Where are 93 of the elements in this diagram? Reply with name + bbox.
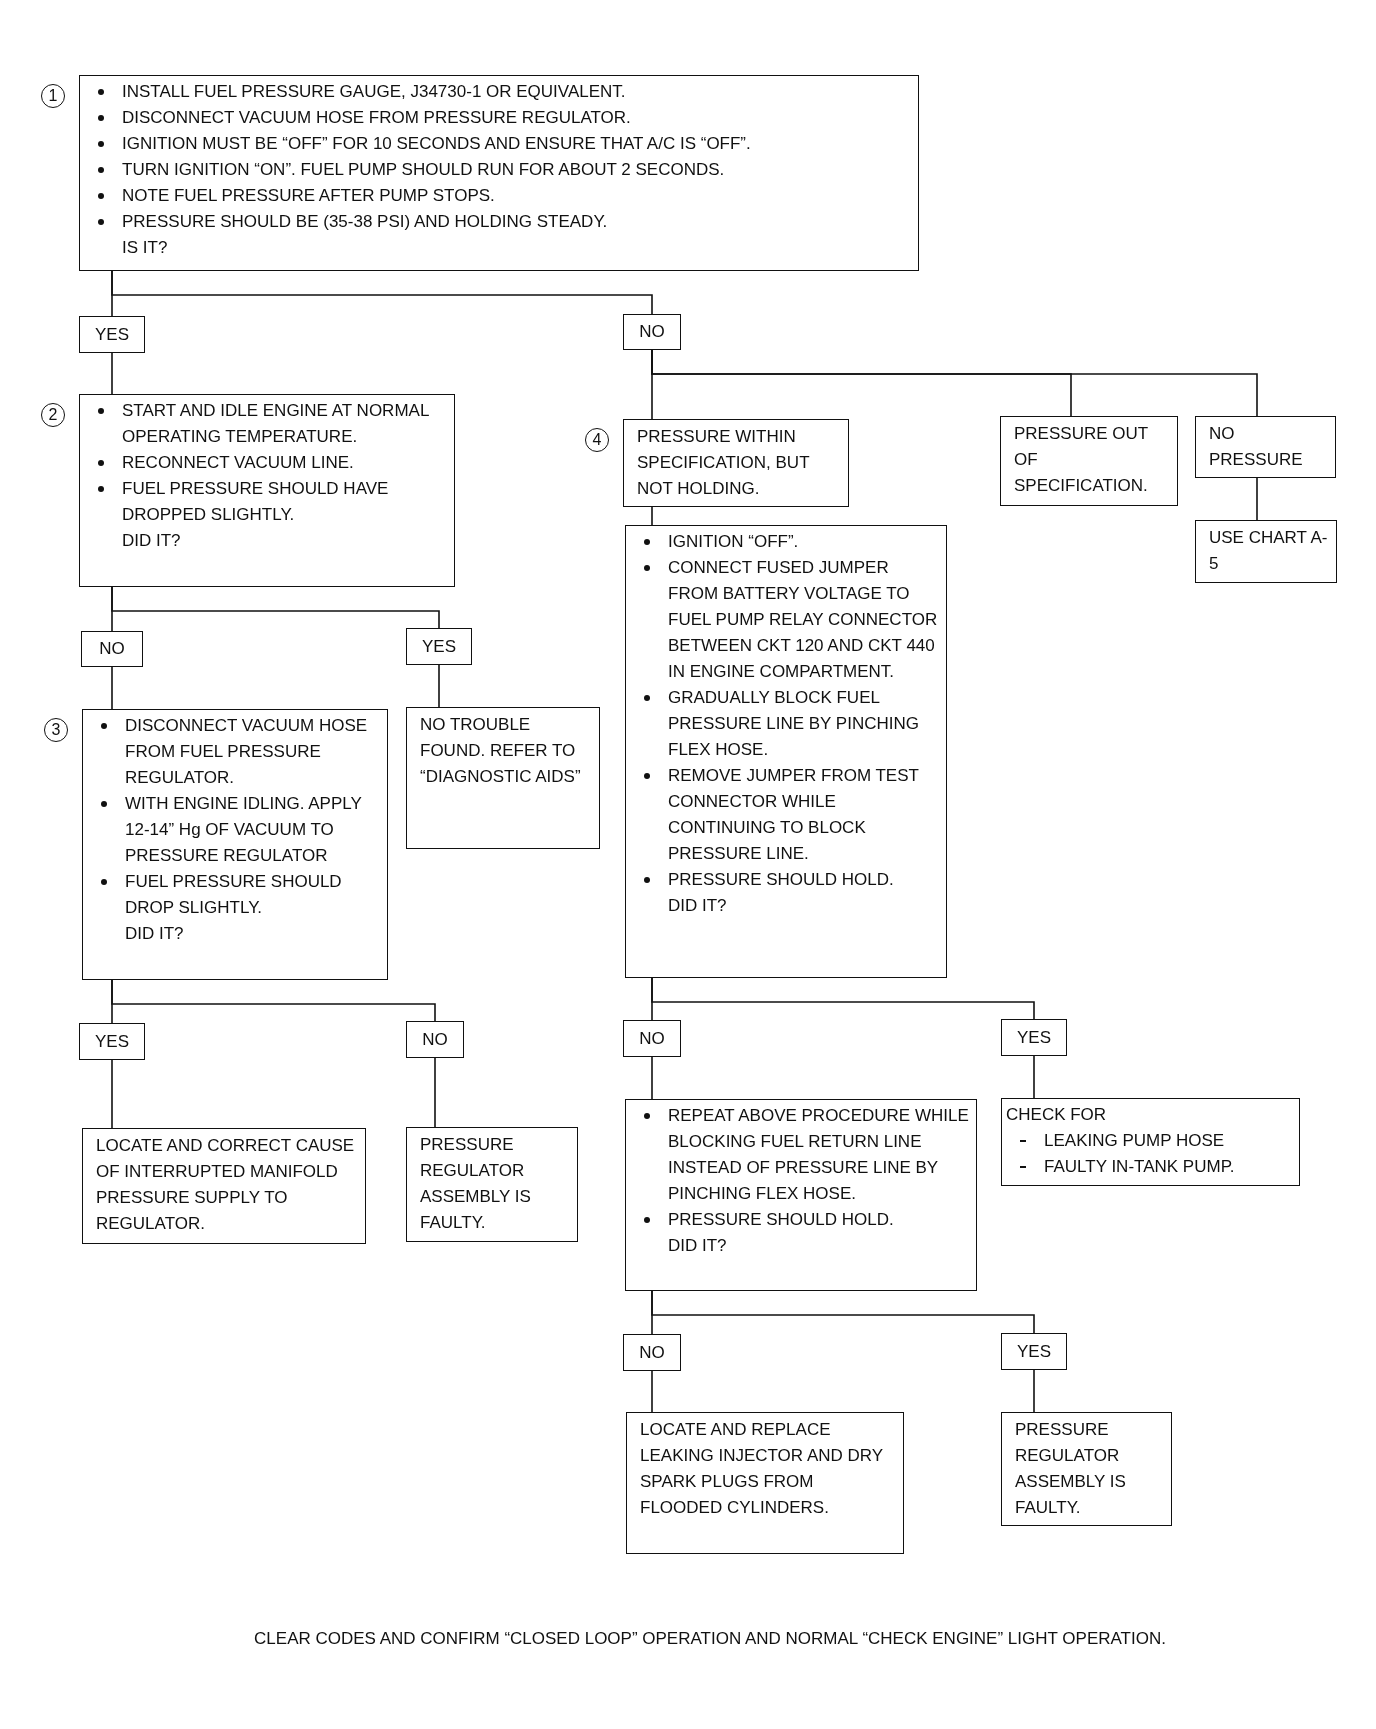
result-text: LOCATE AND REPLACE LEAKING INJECTOR AND DRY SPARK PLUGS FROM FLOODED CYLINDERS. [640, 1419, 884, 1519]
instruction-text: IGNITION “OFF”. [630, 529, 940, 555]
answer-label-box [1001, 1333, 1067, 1370]
answer-label-box [81, 631, 143, 667]
instruction-text: NOTE FUEL PRESSURE AFTER PUMP STOPS. [84, 183, 912, 209]
result-box [626, 1412, 904, 1554]
answer-text: YES [422, 635, 456, 658]
instruction-text: WITH ENGINE IDLING. APPLY 12-14” Hg OF VACUUM TO PRESSURE REGULATOR [87, 791, 381, 869]
result-box [1000, 416, 1178, 506]
result-box [1001, 1412, 1172, 1526]
connector-line [1033, 1055, 1035, 1099]
instruction-text: RECONNECT VACUUM LINE. [84, 450, 448, 476]
instruction-text: FUEL PRESSURE SHOULD DROP SLIGHTLY. [87, 869, 381, 921]
result-box [406, 707, 600, 849]
step-box [1001, 1098, 1300, 1186]
result-box [623, 419, 849, 507]
answer-label-box [623, 1334, 681, 1371]
answer-label-box [1001, 1019, 1067, 1056]
result-text: NO TROUBLE FOUND. REFER TO “DIAGNOSTIC AIDS” [420, 714, 582, 788]
connector-line [111, 666, 113, 710]
answer-text: NO [639, 1027, 665, 1050]
list-item-text: FAULTY IN-TANK PUMP. [1006, 1154, 1293, 1180]
answer-text: NO [639, 321, 665, 343]
answer-text: NO [99, 638, 125, 660]
result-text: LOCATE AND CORRECT CAUSE OF INTERRUPTED MANIFOLD PRESSURE SUPPLY TO REGULATOR. [96, 1135, 356, 1235]
answer-text: YES [1017, 1340, 1051, 1363]
connector-line [111, 586, 440, 629]
instruction-text: CONNECT FUSED JUMPER FROM BATTERY VOLTAGE TO FUEL PUMP RELAY CONNECTOR BETWEEN CKT 120 AND CKT 440 IN ENGINE COMPARTMENT. [630, 555, 940, 685]
result-box [406, 1127, 578, 1242]
connector-line [651, 349, 1258, 417]
connector-line [111, 352, 113, 395]
connector-line [1256, 477, 1258, 521]
instruction-text: GRADUALLY BLOCK FUEL PRESSURE LINE BY PINCHING FLEX HOSE. [630, 685, 940, 763]
result-text: USE CHART A-5 [1209, 527, 1328, 575]
answer-text: YES [1017, 1026, 1051, 1049]
instruction-text: PRESSURE SHOULD HOLD. [630, 867, 940, 893]
question-text: IS IT? [121, 237, 169, 259]
result-text: NO PRESSURE [1209, 423, 1304, 471]
answer-text: YES [95, 1030, 129, 1053]
step-box [79, 394, 455, 587]
answer-text: NO [422, 1028, 448, 1051]
connector-line [111, 270, 653, 315]
instruction-text: REMOVE JUMPER FROM TEST CONNECTOR WHILE CONTINUING TO BLOCK PRESSURE LINE. [630, 763, 940, 867]
answer-label-box [406, 628, 472, 665]
answer-label-box [623, 1020, 681, 1057]
answer-label-box [623, 314, 681, 350]
question-text: DID IT? [121, 530, 182, 552]
step-number: 4 [585, 428, 609, 452]
answer-text: NO [639, 1341, 665, 1364]
result-text: PRESSURE REGULATOR ASSEMBLY IS FAULTY. [420, 1134, 532, 1234]
footer-note: CLEAR CODES AND CONFIRM “CLOSED LOOP” OPERATION AND NORMAL “CHECK ENGINE” LIGHT OPERATION. [253, 1628, 1167, 1650]
answer-label-box [406, 1021, 464, 1058]
result-box [82, 1128, 366, 1244]
step-number: 1 [41, 84, 65, 108]
step-box [625, 525, 947, 978]
instruction-text: PRESSURE SHOULD BE (35-38 PSI) AND HOLDING STEADY. [84, 209, 912, 235]
question-text: DID IT? [667, 1235, 728, 1257]
instruction-text: DISCONNECT VACUUM HOSE FROM PRESSURE REGULATOR. [84, 105, 912, 131]
result-text: PRESSURE OUT OF SPECIFICATION. [1014, 423, 1149, 497]
heading-text: CHECK FOR [1006, 1104, 1108, 1126]
list-item-text: LEAKING PUMP HOSE [1006, 1128, 1293, 1154]
answer-label-box [79, 316, 145, 353]
step-box [625, 1099, 977, 1291]
result-box [1195, 416, 1336, 478]
instruction-text: DISCONNECT VACUUM HOSE FROM FUEL PRESSURE REGULATOR. [87, 713, 381, 791]
connector-line [651, 1056, 653, 1100]
answer-text: YES [95, 323, 129, 346]
instruction-text: REPEAT ABOVE PROCEDURE WHILE BLOCKING FUEL RETURN LINE INSTEAD OF PRESSURE LINE BY PINCHING FLEX HOSE. [630, 1103, 970, 1207]
instruction-text: FUEL PRESSURE SHOULD HAVE DROPPED SLIGHTLY. [84, 476, 448, 528]
connector-line [434, 1057, 436, 1128]
connector-line [651, 1370, 653, 1413]
instruction-text: TURN IGNITION “ON”. FUEL PUMP SHOULD RUN FOR ABOUT 2 SECONDS. [84, 157, 912, 183]
instruction-text: INSTALL FUEL PRESSURE GAUGE, J34730-1 OR EQUIVALENT. [84, 79, 912, 105]
connector-line [651, 977, 1035, 1020]
result-text: PRESSURE REGULATOR ASSEMBLY IS FAULTY. [1015, 1419, 1127, 1519]
instruction-text: IGNITION MUST BE “OFF” FOR 10 SECONDS AND ENSURE THAT A/C IS “OFF”. [84, 131, 912, 157]
step-box [79, 75, 919, 271]
answer-label-box [79, 1023, 145, 1060]
connector-line [651, 1290, 1035, 1334]
connector-line [111, 1059, 113, 1129]
instruction-text: START AND IDLE ENGINE AT NORMAL OPERATING TEMPERATURE. [84, 398, 448, 450]
question-text: DID IT? [124, 923, 185, 945]
step-box [82, 709, 388, 980]
connector-line [111, 979, 436, 1022]
question-text: DID IT? [667, 895, 728, 917]
connector-line [651, 506, 653, 526]
connector-line [438, 664, 440, 708]
step-number: 2 [41, 403, 65, 427]
instruction-text: PRESSURE SHOULD HOLD. [630, 1207, 970, 1233]
result-text: PRESSURE WITHIN SPECIFICATION, BUT NOT HOLDING. [637, 426, 811, 500]
connector-line [1033, 1369, 1035, 1413]
result-box [1195, 520, 1337, 583]
step-number: 3 [44, 718, 68, 742]
